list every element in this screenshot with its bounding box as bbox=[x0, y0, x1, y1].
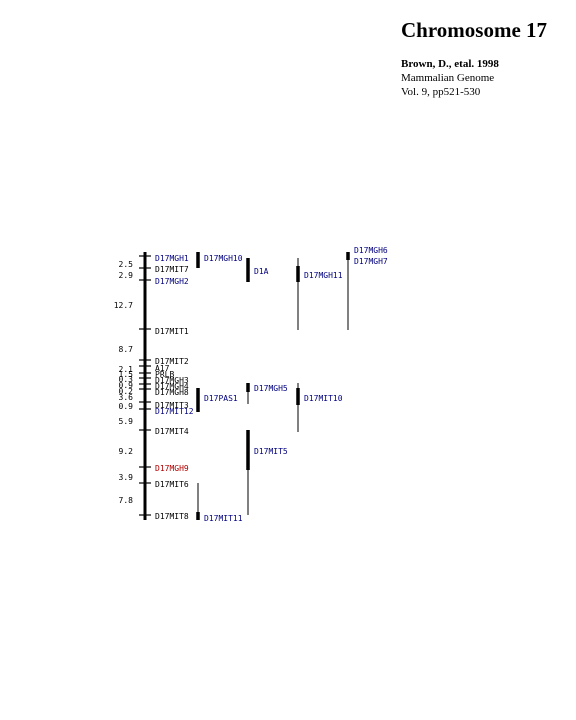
citation-journal: Mammalian Genome bbox=[401, 72, 495, 84]
page-title: Chromosome 17 bbox=[401, 18, 548, 42]
placed-marker-label: D17MIT10 bbox=[304, 394, 343, 403]
interval-distance: 1.5 bbox=[119, 370, 134, 379]
interval-distance: 2.9 bbox=[119, 271, 134, 280]
interval-distance: 0.9 bbox=[119, 381, 134, 390]
interval-distance: 2.5 bbox=[119, 260, 134, 269]
interval-distance: 0.2 bbox=[119, 387, 134, 396]
citation-authors: Brown, D., etal. 1998 bbox=[401, 58, 499, 70]
marker-label: D17MGH2 bbox=[155, 277, 189, 286]
marker-label: D17MIT8 bbox=[155, 512, 189, 521]
interval-distance: 0.9 bbox=[119, 402, 134, 411]
placed-marker-label: D17MGH6 bbox=[354, 246, 388, 255]
marker-label: D17MIT7 bbox=[155, 265, 189, 274]
placed-marker-label: D1A bbox=[254, 267, 269, 276]
marker-label: D17MGH1 bbox=[155, 254, 189, 263]
interval-distance: 5.9 bbox=[119, 417, 134, 426]
placed-marker-label: D17MGH10 bbox=[204, 254, 243, 263]
placed-marker-label: D17PAS1 bbox=[204, 394, 238, 403]
marker-label: D17MIT1 bbox=[155, 327, 189, 336]
interval-distance: 3.6 bbox=[119, 393, 134, 402]
interval-distance: 2.1 bbox=[119, 365, 134, 374]
marker-label: D17MIT4 bbox=[155, 427, 189, 436]
interval-distance: 3.9 bbox=[119, 473, 134, 482]
placed-marker-label: D17MIT5 bbox=[254, 447, 288, 456]
marker-label: A17 bbox=[155, 364, 170, 373]
marker-label: D17MIT3 bbox=[155, 401, 189, 410]
interval-distance: 7.8 bbox=[119, 496, 134, 505]
marker-label: D17MIT12 bbox=[155, 407, 194, 416]
interval-distance: 9.2 bbox=[119, 447, 134, 456]
placed-marker-label: D17MGH11 bbox=[304, 271, 343, 280]
marker-label: D17MGH3 bbox=[155, 376, 189, 385]
citation-volume: Vol. 9, pp521-530 bbox=[401, 86, 481, 98]
interval-distance: 12.7 bbox=[114, 301, 133, 310]
marker-label: PRLB bbox=[155, 370, 174, 379]
citation-block: Brown, D., etal. 1998 Mammalian Genome V… bbox=[401, 57, 499, 99]
marker-label: D17MIT2 bbox=[155, 357, 189, 366]
marker-label: D17MGH8 bbox=[155, 388, 189, 397]
placed-marker-label: D17MGH7 bbox=[354, 257, 388, 266]
interval-distance: 0.3 bbox=[119, 375, 134, 384]
marker-label: D17MGH9 bbox=[155, 464, 189, 473]
marker-label: D17MGH4 bbox=[155, 382, 189, 391]
placed-marker-label: D17MIT11 bbox=[204, 514, 243, 523]
marker-label: D17MIT6 bbox=[155, 480, 189, 489]
placed-marker-label: D17MGH5 bbox=[254, 384, 288, 393]
interval-distance: 8.7 bbox=[119, 345, 134, 354]
